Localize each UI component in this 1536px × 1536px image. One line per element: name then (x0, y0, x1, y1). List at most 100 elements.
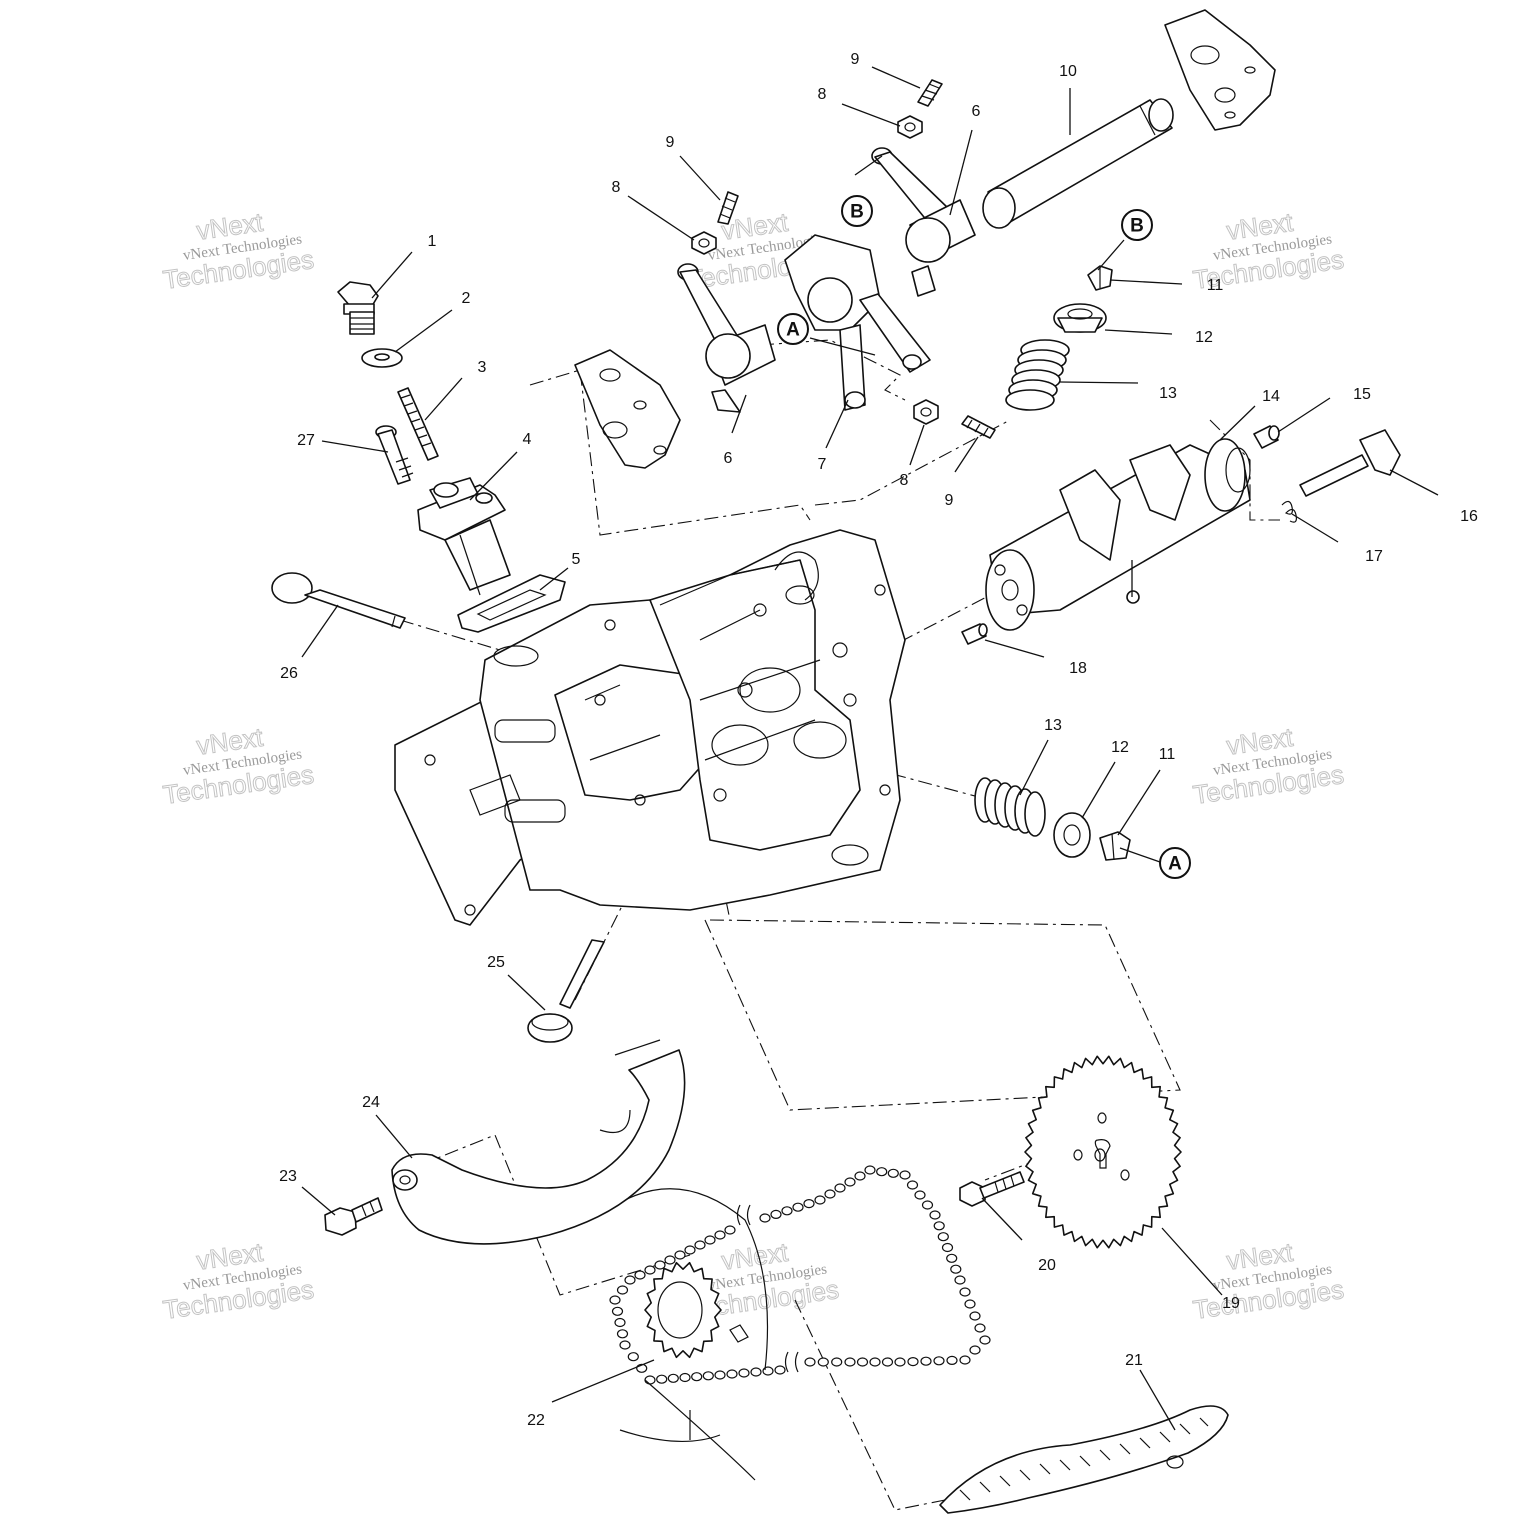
callout-26: 26 (280, 665, 298, 682)
chain-link (941, 1242, 954, 1253)
part-23-bolt (324, 1197, 383, 1236)
chain-link (759, 1213, 771, 1223)
part-27-bolt (375, 425, 414, 485)
reference-b-upper: B (841, 195, 873, 227)
chain-link (914, 1190, 926, 1200)
chain-link (950, 1264, 962, 1274)
chain-link (831, 1357, 843, 1367)
callout-6: 6 (972, 103, 981, 120)
callout-9: 9 (666, 134, 675, 151)
part-19-cam-sprocket (1024, 1055, 1182, 1249)
chain-link (704, 1235, 716, 1245)
chain-link (674, 1250, 686, 1260)
callout-8: 8 (612, 179, 621, 196)
callout-numbers: 1 2 3 4 5 6 6 7 8 8 8 9 9 9 10 11 11 12 … (279, 51, 1478, 1429)
reference-b-label: B (1130, 216, 1144, 237)
chain-link (750, 1367, 762, 1377)
chain-link (864, 1165, 876, 1175)
chain-link (792, 1202, 804, 1212)
chain-link (781, 1206, 793, 1216)
part-2-washer (361, 348, 403, 368)
chain-link (726, 1369, 738, 1379)
callout-19: 19 (1222, 1295, 1240, 1312)
callout-17: 17 (1365, 548, 1383, 565)
part-3-stud (397, 387, 439, 461)
callout-13: 13 (1159, 385, 1177, 402)
chain-link (624, 1275, 636, 1285)
callout-6: 6 (724, 450, 733, 467)
chain-link (954, 1275, 966, 1285)
part-12-retainer-upper (1053, 303, 1107, 333)
reference-a-upper: A (777, 313, 809, 345)
chain-link (894, 1357, 906, 1367)
callout-2: 2 (462, 290, 471, 307)
chain-link (946, 1253, 958, 1263)
watermark: vNext vNext Technologies Technologies (161, 721, 316, 810)
cam-holder-left (574, 349, 681, 469)
chain-link (844, 1177, 856, 1187)
chain-link (824, 1189, 836, 1199)
chain-link (921, 1200, 934, 1210)
part-20-bolt (959, 1171, 1025, 1207)
reference-a-label: A (786, 320, 800, 341)
chain-link (770, 1209, 782, 1220)
chain-link (946, 1355, 958, 1366)
chain-link (616, 1285, 629, 1295)
callout-12: 12 (1195, 329, 1213, 346)
chain-link (619, 1340, 631, 1350)
part-24-tensioner-blade (391, 1039, 686, 1245)
part-5-gasket (457, 574, 566, 633)
watermark: vNext vNext Technologies Technologies (1191, 721, 1346, 810)
callout-8: 8 (818, 86, 827, 103)
chain-link (856, 1357, 869, 1367)
part-1-bolt (337, 281, 379, 335)
part-6-rocker-arm-left (677, 263, 776, 413)
part-16-decompressor (1299, 429, 1401, 497)
chain-link (804, 1357, 816, 1367)
part-13-spring-upper (1005, 339, 1070, 411)
chain-link (834, 1183, 846, 1193)
callout-24: 24 (362, 1094, 380, 1111)
chain-link (876, 1167, 888, 1177)
chain-link (738, 1368, 750, 1378)
chain-link (644, 1265, 656, 1275)
callout-14: 14 (1262, 388, 1280, 405)
part-10-shaft (982, 98, 1174, 229)
reference-b-label: B (850, 202, 864, 223)
callout-5: 5 (572, 551, 581, 568)
chain-link (887, 1168, 899, 1178)
part-11-cotter-upper (1087, 265, 1113, 291)
part-8-nut-a (897, 115, 923, 139)
part-26-valve (271, 572, 406, 629)
chain-link (844, 1357, 856, 1367)
part-9-screw-b (717, 191, 739, 225)
part-18-dowel (961, 623, 988, 645)
part-21-chain-guide (939, 1405, 1229, 1514)
chain-link (803, 1198, 815, 1209)
chain-link (969, 1345, 981, 1355)
chain-link (691, 1372, 703, 1382)
chain-link (929, 1210, 941, 1220)
chain-link (667, 1373, 679, 1383)
part-15-pin (1253, 425, 1280, 449)
callout-18: 18 (1069, 660, 1087, 677)
chain-link (881, 1357, 894, 1367)
chain-link (609, 1295, 621, 1305)
chain-link (774, 1365, 786, 1375)
reference-markers: A A B B (777, 195, 1191, 879)
part-14-camshaft (985, 438, 1251, 631)
chain-link (611, 1306, 624, 1316)
part-4-tensioner (417, 477, 511, 596)
chain-link (664, 1255, 676, 1265)
cylinder-head (394, 529, 906, 926)
callout-11: 11 (1159, 746, 1176, 763)
chain-link (817, 1357, 829, 1367)
chain-link (679, 1372, 691, 1383)
part-9-screw-a (917, 79, 943, 107)
chain-link (933, 1221, 945, 1231)
chain-link (969, 1311, 981, 1321)
callout-8: 8 (900, 472, 909, 489)
chain-link (724, 1225, 736, 1235)
chain-link (714, 1370, 726, 1380)
